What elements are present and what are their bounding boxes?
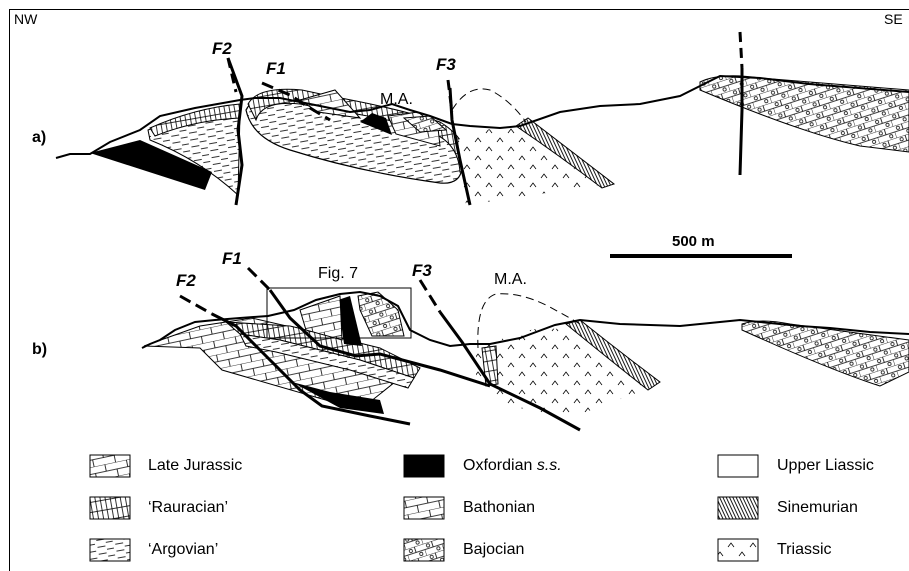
orientation-se: SE (884, 12, 903, 26)
swatch-rauracian (90, 497, 130, 519)
swatch-triassic (718, 539, 758, 561)
legend-oxfordian-main: Oxfordian (463, 457, 537, 474)
swatch-oxfordian (404, 455, 444, 477)
section-a-ma-label: M.A. (380, 92, 413, 108)
section-b-bajocian-se (742, 321, 909, 386)
section-a-bajocian-se (700, 76, 909, 152)
swatch-upper-liassic (718, 455, 758, 477)
section-a-fault-se-dashed (740, 32, 742, 68)
section-b-f3-label: F3 (412, 262, 432, 279)
section-b-f2-label: F2 (176, 272, 196, 289)
swatch-bajocian (404, 539, 444, 561)
legend-sinemurian-label: Sinemurian (777, 500, 858, 516)
fig7-label: Fig. 7 (318, 266, 358, 282)
section-b-f1-label: F1 (222, 250, 242, 267)
section-a-ma-outline (452, 89, 526, 122)
section-a-f2-label: F2 (212, 40, 232, 57)
scale-bar-label: 500 m (672, 234, 715, 249)
legend-bajocian-label: Bajocian (463, 542, 524, 558)
legend-late-jurassic-label: Late Jurassic (148, 458, 242, 474)
legend-oxfordian-label: Oxfordian s.s. (463, 458, 562, 474)
legend-triassic-label: Triassic (777, 542, 832, 558)
section-a-label: a) (32, 130, 46, 146)
section-b-ma-label: M.A. (494, 272, 527, 288)
section-b-label: b) (32, 342, 47, 358)
section-b-bajocian (358, 292, 404, 336)
legend-upper-liassic-label: Upper Liassic (777, 458, 874, 474)
orientation-nw: NW (14, 12, 37, 26)
section-a-f1-label: F1 (266, 60, 286, 77)
swatch-argovian (90, 539, 130, 561)
section-b-fault-f1-dashed (248, 268, 270, 290)
legend-argovian-label: ‘Argovian’ (148, 542, 218, 558)
section-a-drawing (56, 32, 909, 205)
legend-rauracian-label: ‘Rauracian’ (148, 500, 228, 516)
section-b-fault-f2-dashed (180, 296, 212, 314)
section-b-fault-f3-dashed (420, 280, 440, 312)
legend-bathonian-label: Bathonian (463, 500, 535, 516)
legend-oxfordian-ss: s.s. (537, 457, 562, 474)
section-a-f3-label: F3 (436, 56, 456, 73)
swatch-late-jurassic (90, 455, 130, 477)
swatch-sinemurian (718, 497, 758, 519)
section-b-drawing (142, 268, 909, 430)
swatch-bathonian (404, 497, 444, 519)
